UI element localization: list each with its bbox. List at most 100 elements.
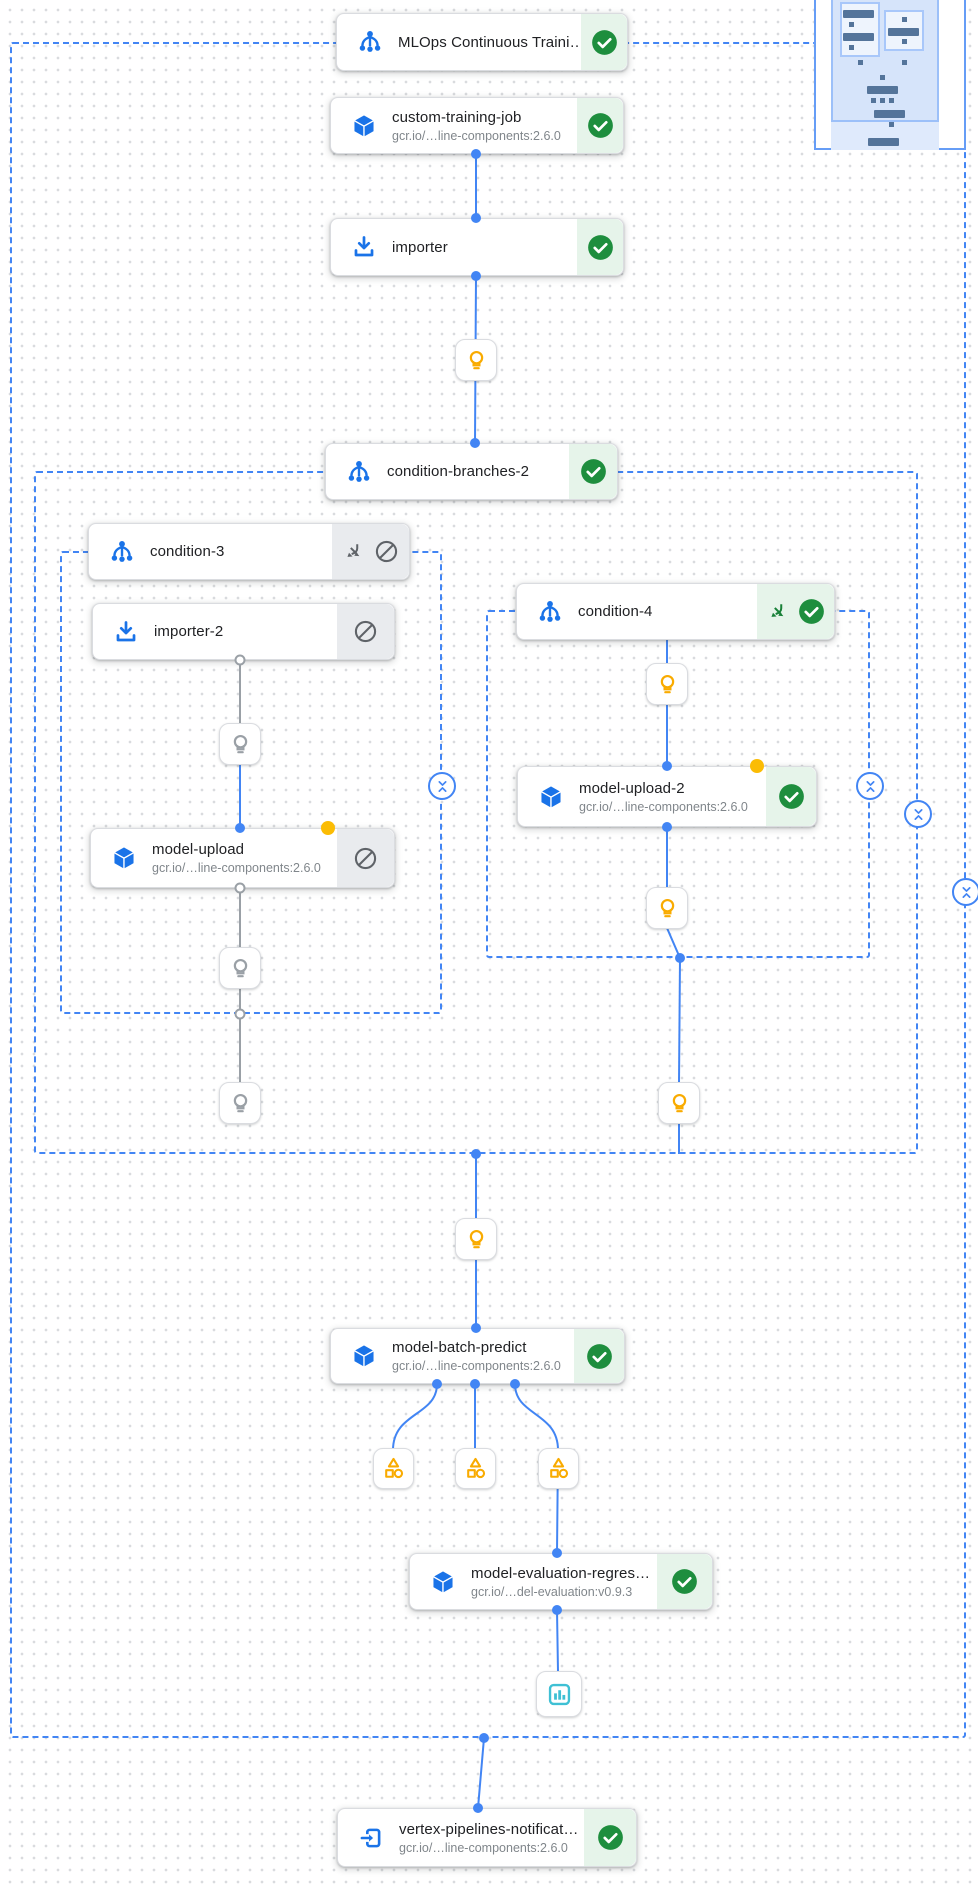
status-section bbox=[574, 1329, 624, 1383]
node-title: model-evaluation-regres… bbox=[471, 1564, 651, 1582]
lightbulb-icon bbox=[667, 1091, 692, 1116]
condition-check-box[interactable] bbox=[646, 887, 688, 929]
minimap-node-bar bbox=[874, 110, 905, 118]
node-importer[interactable]: importer bbox=[330, 218, 624, 276]
node-subtitle: gcr.io/…line-components:2.6.0 bbox=[579, 799, 748, 814]
artifact-box[interactable] bbox=[373, 1448, 414, 1489]
lightbulb-icon bbox=[464, 348, 489, 373]
artifact-icon bbox=[381, 1456, 406, 1481]
node-text: MLOps Continuous Traini… bbox=[398, 34, 585, 51]
minimap[interactable] bbox=[814, 0, 966, 150]
node-subtitle: gcr.io/…line-components:2.6.0 bbox=[399, 1840, 568, 1855]
cube-icon bbox=[538, 784, 564, 810]
collapse-group-button[interactable] bbox=[952, 878, 978, 906]
node-text: condition-3 bbox=[150, 543, 224, 560]
artifact-box[interactable] bbox=[538, 1448, 579, 1489]
node-condition-branches-2[interactable]: condition-branches-2 bbox=[325, 443, 618, 500]
condition-check-box[interactable] bbox=[219, 723, 261, 765]
minimap-node-square bbox=[849, 22, 854, 27]
cube-icon bbox=[351, 113, 377, 139]
collapse-group-button[interactable] bbox=[904, 800, 932, 828]
lightbulb-icon bbox=[655, 896, 680, 921]
split-icon bbox=[342, 540, 365, 563]
status-section bbox=[766, 767, 816, 826]
lightbulb-icon bbox=[655, 672, 680, 697]
check-icon bbox=[778, 783, 805, 810]
node-condition-3[interactable]: condition-3 bbox=[88, 523, 410, 580]
check-icon bbox=[591, 29, 618, 56]
node-title: importer bbox=[392, 238, 448, 256]
lightbulb-icon bbox=[228, 1091, 253, 1116]
blocked-icon bbox=[353, 846, 378, 871]
condition-check-box[interactable] bbox=[455, 339, 497, 381]
collapse-icon bbox=[910, 806, 927, 823]
minimap-node-square bbox=[889, 98, 894, 103]
status-section bbox=[584, 1809, 636, 1866]
edge-blue bbox=[477, 1737, 485, 1809]
lightbulb-icon bbox=[464, 1227, 489, 1252]
collapse-icon bbox=[862, 778, 879, 795]
check-icon bbox=[798, 598, 825, 625]
condition-check-box[interactable] bbox=[658, 1082, 700, 1124]
minimap-node-square bbox=[889, 122, 894, 127]
import-icon bbox=[113, 619, 139, 645]
status-section bbox=[569, 444, 617, 499]
lightbulb-icon bbox=[228, 732, 253, 757]
metrics-artifact-box[interactable] bbox=[536, 1671, 582, 1717]
condition-icon bbox=[346, 459, 372, 485]
cube-icon bbox=[351, 1343, 377, 1369]
node-text: vertex-pipelines-notificat…gcr.io/…line-… bbox=[399, 1821, 578, 1855]
lightbulb-icon bbox=[228, 956, 253, 981]
artifact-box[interactable] bbox=[455, 1448, 496, 1489]
check-icon bbox=[671, 1568, 698, 1595]
collapse-icon bbox=[958, 884, 975, 901]
node-text: model-upload gcr.io/…line-components:2.6.… bbox=[152, 841, 321, 875]
node-mlops-continuous-training[interactable]: MLOps Continuous Traini… bbox=[336, 13, 628, 71]
artifact-icon bbox=[546, 1456, 571, 1481]
node-title: model-upload bbox=[152, 841, 245, 858]
node-vertex-pipelines-notification[interactable]: vertex-pipelines-notificat…gcr.io/…line-… bbox=[337, 1808, 637, 1867]
condition-check-box[interactable] bbox=[219, 947, 261, 989]
minimap-node-square bbox=[880, 98, 885, 103]
blocked-icon bbox=[374, 539, 399, 564]
status-section bbox=[577, 98, 623, 153]
node-text: importer bbox=[392, 239, 448, 256]
minimap-node-bar bbox=[867, 86, 898, 94]
node-model-upload[interactable]: model-upload gcr.io/…line-components:2.6.… bbox=[90, 828, 395, 888]
node-subtitle: gcr.io/…del-evaluation:v0.9.3 bbox=[471, 1584, 633, 1599]
node-title: importer-2 bbox=[154, 623, 224, 640]
node-importer-2[interactable]: importer-2 bbox=[92, 603, 395, 660]
check-icon bbox=[580, 458, 607, 485]
node-subtitle: gcr.io/…line-components:2.6.0 bbox=[392, 1359, 561, 1373]
status-section bbox=[657, 1554, 712, 1609]
condition-icon bbox=[537, 599, 563, 625]
node-title: MLOps Continuous Traini… bbox=[398, 33, 585, 51]
node-title: condition-4 bbox=[578, 603, 653, 620]
condition-check-box[interactable] bbox=[455, 1218, 497, 1260]
blocked-icon bbox=[353, 619, 378, 644]
node-text: condition-branches-2 bbox=[387, 463, 529, 480]
node-text: model-evaluation-regres… gcr.io/…del-eval… bbox=[471, 1565, 650, 1599]
node-subtitle: gcr.io/…line-components:2.6.0 bbox=[392, 128, 561, 143]
condition-check-box[interactable] bbox=[646, 663, 688, 705]
node-condition-4[interactable]: condition-4 bbox=[516, 583, 835, 640]
node-subtitle: gcr.io/…line-components:2.6.0 bbox=[152, 861, 321, 875]
check-icon bbox=[587, 234, 614, 261]
import-icon bbox=[351, 234, 377, 260]
node-model-evaluation-regression[interactable]: model-evaluation-regres… gcr.io/…del-eval… bbox=[409, 1553, 713, 1610]
cube-icon bbox=[111, 845, 137, 871]
collapse-group-button[interactable] bbox=[856, 772, 884, 800]
status-section bbox=[581, 14, 627, 70]
minimap-node-bar bbox=[843, 33, 874, 41]
collapse-group-button[interactable] bbox=[428, 772, 456, 800]
status-section bbox=[757, 584, 834, 639]
condition-check-box[interactable] bbox=[219, 1082, 261, 1124]
check-icon bbox=[586, 1343, 613, 1370]
